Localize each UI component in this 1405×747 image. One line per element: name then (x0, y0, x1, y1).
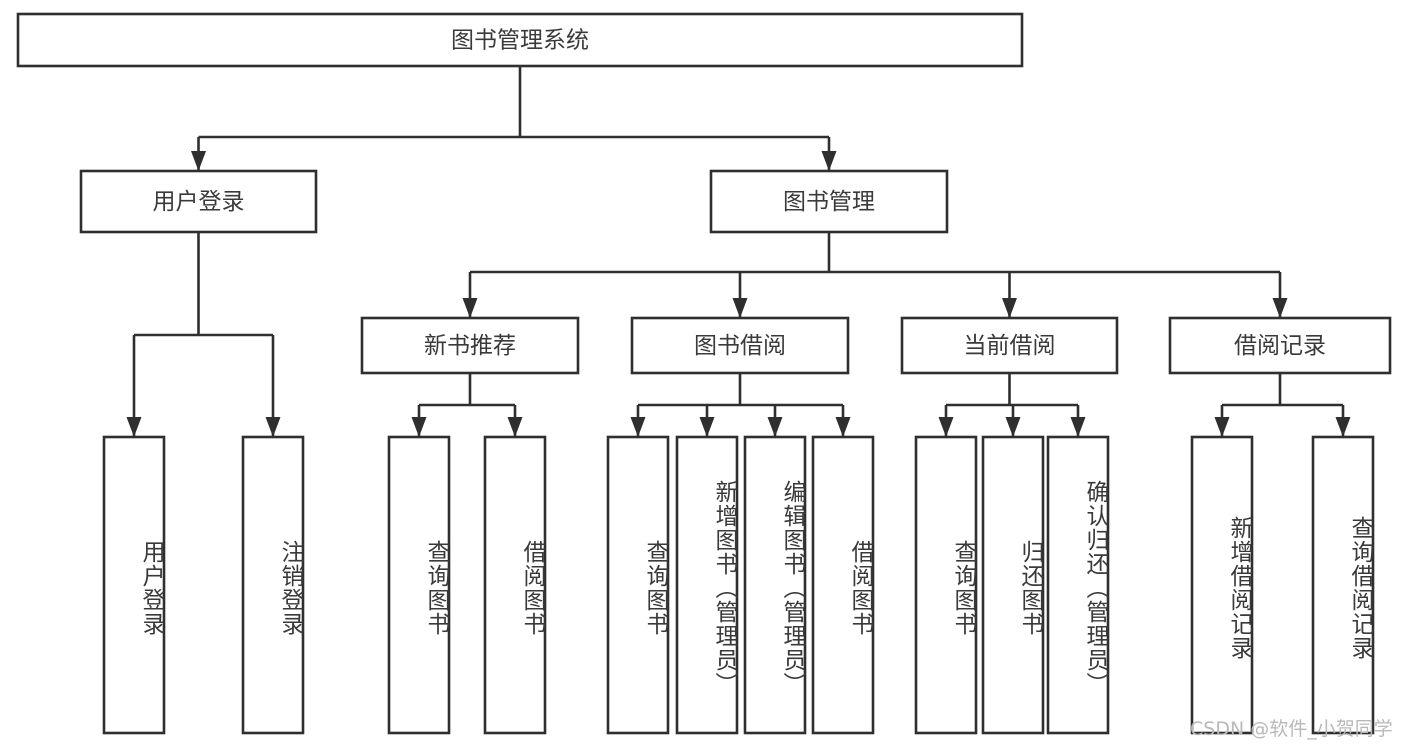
node-box-root[interactable] (16, 12, 1024, 68)
node-label-l3-new-book-rec: 新书推荐 (424, 333, 516, 359)
node-label-leaf-query-book-2: 查询图书 (642, 540, 668, 636)
arrow-head-icon (1272, 298, 1288, 318)
node-label-wrap-leaf-add-book: 新增图书（管理员） (677, 437, 737, 733)
arrow-head-icon (1335, 417, 1351, 437)
node-box-leaf-query-book-1[interactable] (387, 435, 451, 735)
arrow-head-icon (1002, 298, 1017, 318)
node-label-root: 图书管理系统 (451, 28, 589, 54)
arrow-head-icon (1214, 417, 1230, 437)
node-box-leaf-add-record[interactable] (1190, 435, 1254, 735)
node-label-leaf-borrow-book-1: 借阅图书 (519, 540, 545, 636)
arrow-head-icon (821, 151, 837, 171)
node-label-leaf-query-record: 查询借阅记录 (1347, 516, 1373, 660)
node-box-leaf-borrow-book-1[interactable] (483, 435, 547, 735)
node-box-l3-book-borrow[interactable] (630, 316, 850, 375)
arrow-head-icon (126, 417, 142, 437)
arrow-head-icon (462, 298, 478, 318)
node-box-leaf-query-record[interactable] (1311, 435, 1375, 735)
node-label-wrap-leaf-add-record: 新增借阅记录 (1192, 437, 1252, 733)
node-label-l2-book-manage: 图书管理 (783, 189, 875, 215)
arrow-head-icon (265, 417, 281, 437)
node-label-wrap-leaf-logout: 注销登录 (243, 437, 303, 733)
node-box-leaf-borrow-book-2[interactable] (811, 435, 875, 735)
node-label-l3-borrow-record: 借阅记录 (1234, 333, 1326, 359)
node-label-leaf-edit-book: 编辑图书（管理员） (779, 480, 805, 696)
node-label-leaf-confirm-return: 确认归还（管理员） (1082, 480, 1108, 696)
node-box-l3-new-book-rec[interactable] (360, 316, 580, 375)
arrow-head-icon (191, 151, 206, 171)
arrow-head-icon (1005, 417, 1021, 437)
arrow-head-icon (699, 417, 715, 437)
node-box-leaf-query-book-3[interactable] (914, 435, 978, 735)
node-label-leaf-logout: 注销登录 (277, 540, 303, 636)
node-box-leaf-confirm-return[interactable] (1046, 435, 1110, 735)
node-label-wrap-leaf-confirm-return: 确认归还（管理员） (1048, 437, 1108, 733)
arrow-head-icon (767, 417, 783, 437)
node-box-leaf-user-login[interactable] (102, 435, 166, 735)
node-label-wrap-leaf-borrow-book-1: 借阅图书 (485, 437, 545, 733)
arrow-head-icon (938, 417, 954, 437)
node-label-wrap-leaf-edit-book: 编辑图书（管理员） (745, 437, 805, 733)
node-label-leaf-return-book: 归还图书 (1017, 540, 1043, 636)
node-box-leaf-edit-book[interactable] (743, 435, 807, 735)
node-label-wrap-leaf-user-login: 用户登录 (104, 437, 164, 733)
node-box-leaf-add-book[interactable] (675, 435, 739, 735)
node-label-wrap-leaf-return-book: 归还图书 (983, 437, 1043, 733)
node-box-l3-borrow-record[interactable] (1168, 316, 1392, 375)
arrow-head-icon (1070, 417, 1086, 437)
node-label-l3-current-borrow: 当前借阅 (964, 333, 1056, 359)
node-label-wrap-leaf-query-book-2: 查询图书 (608, 437, 668, 733)
node-label-leaf-borrow-book-2: 借阅图书 (847, 540, 873, 636)
node-label-leaf-add-record: 新增借阅记录 (1226, 516, 1252, 660)
node-box-l2-book-manage[interactable] (709, 169, 949, 234)
node-label-l3-book-borrow: 图书借阅 (694, 333, 786, 359)
arrow-head-icon (732, 298, 748, 318)
node-box-leaf-query-book-2[interactable] (606, 435, 670, 735)
node-label-wrap-leaf-query-book-1: 查询图书 (389, 437, 449, 733)
node-label-leaf-query-book-1: 查询图书 (423, 540, 449, 636)
arrow-head-icon (507, 417, 523, 437)
node-label-leaf-add-book: 新增图书（管理员） (711, 480, 737, 696)
node-box-leaf-return-book[interactable] (981, 435, 1045, 735)
node-label-wrap-leaf-query-book-3: 查询图书 (916, 437, 976, 733)
arrow-head-icon (630, 417, 646, 437)
node-label-leaf-user-login: 用户登录 (138, 540, 164, 636)
node-label-wrap-leaf-borrow-book-2: 借阅图书 (813, 437, 873, 733)
arrow-head-icon (835, 417, 851, 437)
node-label-wrap-leaf-query-record: 查询借阅记录 (1313, 437, 1373, 733)
node-box-leaf-logout[interactable] (241, 435, 305, 735)
node-box-l3-current-borrow[interactable] (900, 316, 1119, 375)
node-label-leaf-query-book-3: 查询图书 (950, 540, 976, 636)
node-box-l2-user-login[interactable] (79, 169, 318, 234)
arrow-head-icon (411, 417, 427, 437)
node-label-l2-user-login: 用户登录 (153, 189, 245, 215)
